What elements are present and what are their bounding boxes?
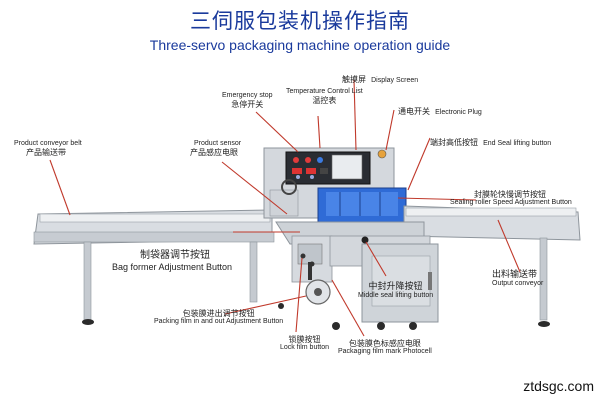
leader-lines — [49, 79, 521, 337]
label-sealing-roller: 封膜轮快慢调节按钮 Sealing roller Speed Adjustmen… — [450, 190, 572, 207]
label-end-seal-lifting: 端封高低按钮 End Seal lifting button — [430, 138, 552, 147]
infeed-conveyor — [33, 209, 275, 325]
label-electronic-plug: 通电开关 Electronic Plug — [398, 107, 482, 116]
watermark: ztdsgc.com — [523, 378, 594, 394]
title-chinese: 三伺服包装机操作指南 — [190, 9, 410, 33]
sealing-cover — [317, 187, 407, 223]
label-packing-film: 包装膜进出调节按钮 Packing film in and out Adjust… — [154, 309, 284, 326]
label-display-screen: 触摸屏 Display Screen — [342, 75, 419, 84]
label-film-photocell: 包装膜色标感应电眼 Packaging film mark Photocell — [338, 339, 432, 356]
label-emergency-stop: Emergency stop 急停开关 — [222, 92, 273, 110]
label-bag-former: 制袋器调节按钮 Bag former Adjustment Button — [112, 250, 233, 272]
label-product-sensor: Product sensor 产品感应电眼 — [190, 140, 242, 158]
label-temperature-control: Temperature Control List 温控表 — [286, 88, 363, 106]
title-english: Three-servo packaging machine operation … — [149, 37, 451, 53]
label-output-conveyor: 出料输送带 Output conveyor — [492, 270, 544, 288]
label-lock-film: 锁膜按钮 Lock film button — [280, 335, 330, 352]
label-product-conveyor: Product conveyor belt 产品输送带 — [14, 140, 82, 158]
label-middle-seal: 中封升降按钮 Middle seal lifting button — [358, 282, 434, 300]
